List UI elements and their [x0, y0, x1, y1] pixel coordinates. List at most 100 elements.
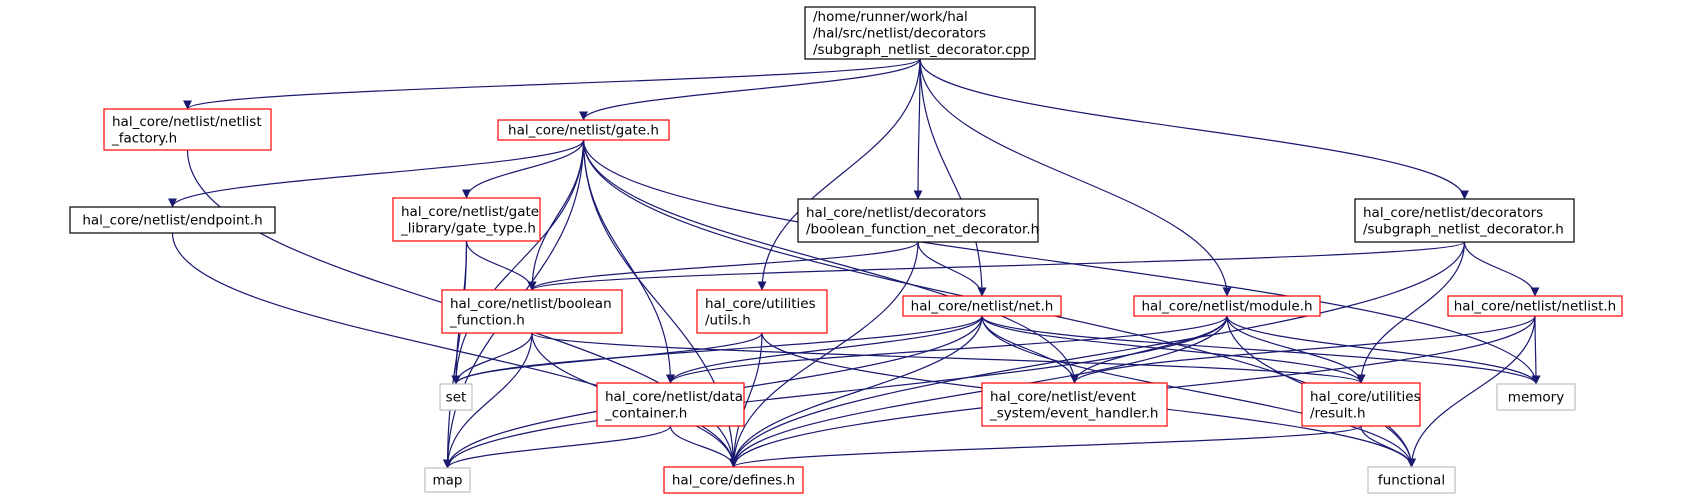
node-label: set [446, 390, 467, 406]
node-result[interactable]: hal_core/utilities/result.h [1301, 382, 1421, 427]
node-label: hal_core/netlist/netlist [112, 114, 262, 130]
node-root[interactable]: /home/runner/work/hal/hal/src/netlist/de… [804, 6, 1036, 60]
node-map[interactable]: map [424, 467, 471, 493]
node-label: hal_core/netlist/event [990, 389, 1136, 405]
edge-gate-to-set [451, 139, 585, 385]
node-box [392, 197, 541, 242]
edge-gate-to-endpoint [168, 139, 585, 208]
node-label: _library/gate_type.h [400, 220, 536, 236]
edge-net-to-event-handler [981, 315, 1079, 384]
node-label: hal_core/defines.h [672, 473, 795, 489]
node-module[interactable]: hal_core/netlist/module.h [1133, 295, 1321, 317]
edge-root-to-bfnd [913, 58, 923, 200]
node-label: /subgraph_netlist_decorator.cpp [813, 42, 1030, 58]
node-memory[interactable]: memory [1496, 383, 1576, 411]
edge-gate-to-event-handler [582, 139, 1079, 384]
node-label: /boolean_function_net_decorator.h [806, 221, 1039, 237]
edge-net-to-data-container [666, 315, 983, 384]
node-box [1447, 295, 1623, 317]
node-label: functional [1378, 473, 1445, 489]
node-label: /result.h [1310, 405, 1366, 421]
node-event-handler[interactable]: hal_core/netlist/event_system/event_hand… [981, 382, 1168, 427]
node-box [1133, 295, 1321, 317]
node-box [696, 289, 828, 334]
edge-netlist-to-functional [1407, 315, 1536, 468]
node-net[interactable]: hal_core/netlist/net.h [902, 295, 1062, 317]
node-label: /home/runner/work/hal [813, 9, 968, 25]
node-box [424, 467, 471, 493]
node-box [439, 383, 473, 411]
edge-utils-to-defines [729, 332, 763, 468]
node-netlist[interactable]: hal_core/netlist/netlist.h [1447, 295, 1623, 317]
edges-layer [168, 58, 1541, 469]
node-label: hal_core/netlist/gate.h [508, 123, 659, 139]
edge-netlist-to-event-handler [1070, 315, 1536, 384]
edge-boolean-function-to-result [531, 332, 1366, 384]
node-netlist-factory[interactable]: hal_core/netlist/netlist_factory.h [103, 108, 272, 151]
edge-root-to-module [919, 58, 1232, 297]
edge-bfnd-to-defines [729, 241, 919, 468]
node-box [981, 382, 1168, 427]
node-defines[interactable]: hal_core/defines.h [663, 466, 804, 494]
edge-root-to-netlist-factory [183, 58, 921, 110]
node-label: _container.h [604, 405, 687, 421]
edge-result-to-defines [729, 425, 1362, 468]
node-label: /utils.h [705, 312, 751, 328]
edge-gate-to-gate-type [462, 139, 585, 199]
node-box [804, 6, 1036, 60]
node-boolean-function[interactable]: hal_core/netlist/boolean_function.h [441, 289, 623, 334]
node-label: map [433, 473, 463, 489]
edge-module-to-defines [729, 315, 1228, 468]
edge-module-to-map [443, 315, 1228, 469]
edge-snd-to-boolean-function [527, 241, 1466, 291]
edge-gate-type-to-map [443, 240, 468, 469]
edge-snd-to-result [1356, 241, 1466, 384]
edge-bfnd-to-boolean-function [527, 241, 919, 291]
edge-net-to-functional [981, 315, 1416, 468]
edge-result-to-functional [1360, 425, 1416, 468]
edge-net-to-result [981, 315, 1366, 384]
node-label: _factory.h [111, 130, 177, 146]
node-gate[interactable]: hal_core/netlist/gate.h [497, 119, 670, 141]
edge-module-to-memory [1226, 315, 1541, 385]
node-box [69, 206, 276, 234]
edge-netlist-to-memory [1531, 315, 1541, 385]
node-box [797, 198, 1039, 243]
node-set[interactable]: set [439, 383, 473, 411]
edge-boolean-function-to-map [443, 332, 533, 469]
edge-snd-to-netlist [1463, 241, 1540, 297]
node-label: memory [1508, 390, 1564, 406]
node-functional[interactable]: functional [1367, 466, 1456, 494]
node-box [663, 466, 804, 494]
edge-root-to-gate [579, 58, 921, 121]
node-box [497, 119, 670, 141]
edge-root-to-utils [757, 58, 921, 291]
edge-data-container-to-map [443, 425, 672, 469]
node-box [902, 295, 1062, 317]
node-label: _system/event_handler.h [989, 405, 1158, 421]
node-endpoint[interactable]: hal_core/netlist/endpoint.h [69, 206, 276, 234]
node-label: hal_core/netlist/gate [401, 204, 539, 220]
node-label: _function.h [449, 312, 525, 328]
node-utils[interactable]: hal_core/utilities/utils.h [696, 289, 828, 334]
node-gate-type[interactable]: hal_core/netlist/gate_library/gate_type.… [392, 197, 541, 242]
edge-net-to-defines [729, 315, 983, 468]
edge-net-to-memory [981, 315, 1541, 385]
node-label: hal_core/utilities [1310, 389, 1421, 405]
node-box [596, 382, 745, 427]
edge-module-to-result [1226, 315, 1366, 384]
node-box [1496, 383, 1576, 411]
node-label: hal_core/utilities [705, 296, 816, 312]
node-data-container[interactable]: hal_core/netlist/data_container.h [596, 382, 745, 427]
node-snd[interactable]: hal_core/netlist/decorators/subgraph_net… [1354, 198, 1575, 243]
node-label: hal_core/netlist/module.h [1141, 299, 1312, 315]
edge-bfnd-to-net [917, 241, 987, 297]
node-label: hal_core/netlist/boolean [450, 296, 612, 312]
node-box [1354, 198, 1575, 243]
node-box [1367, 466, 1456, 494]
node-label: /subgraph_netlist_decorator.h [1363, 221, 1564, 237]
edge-root-to-net [919, 58, 987, 297]
node-box [103, 108, 272, 151]
node-bfnd[interactable]: hal_core/netlist/decorators/boolean_func… [797, 198, 1039, 243]
